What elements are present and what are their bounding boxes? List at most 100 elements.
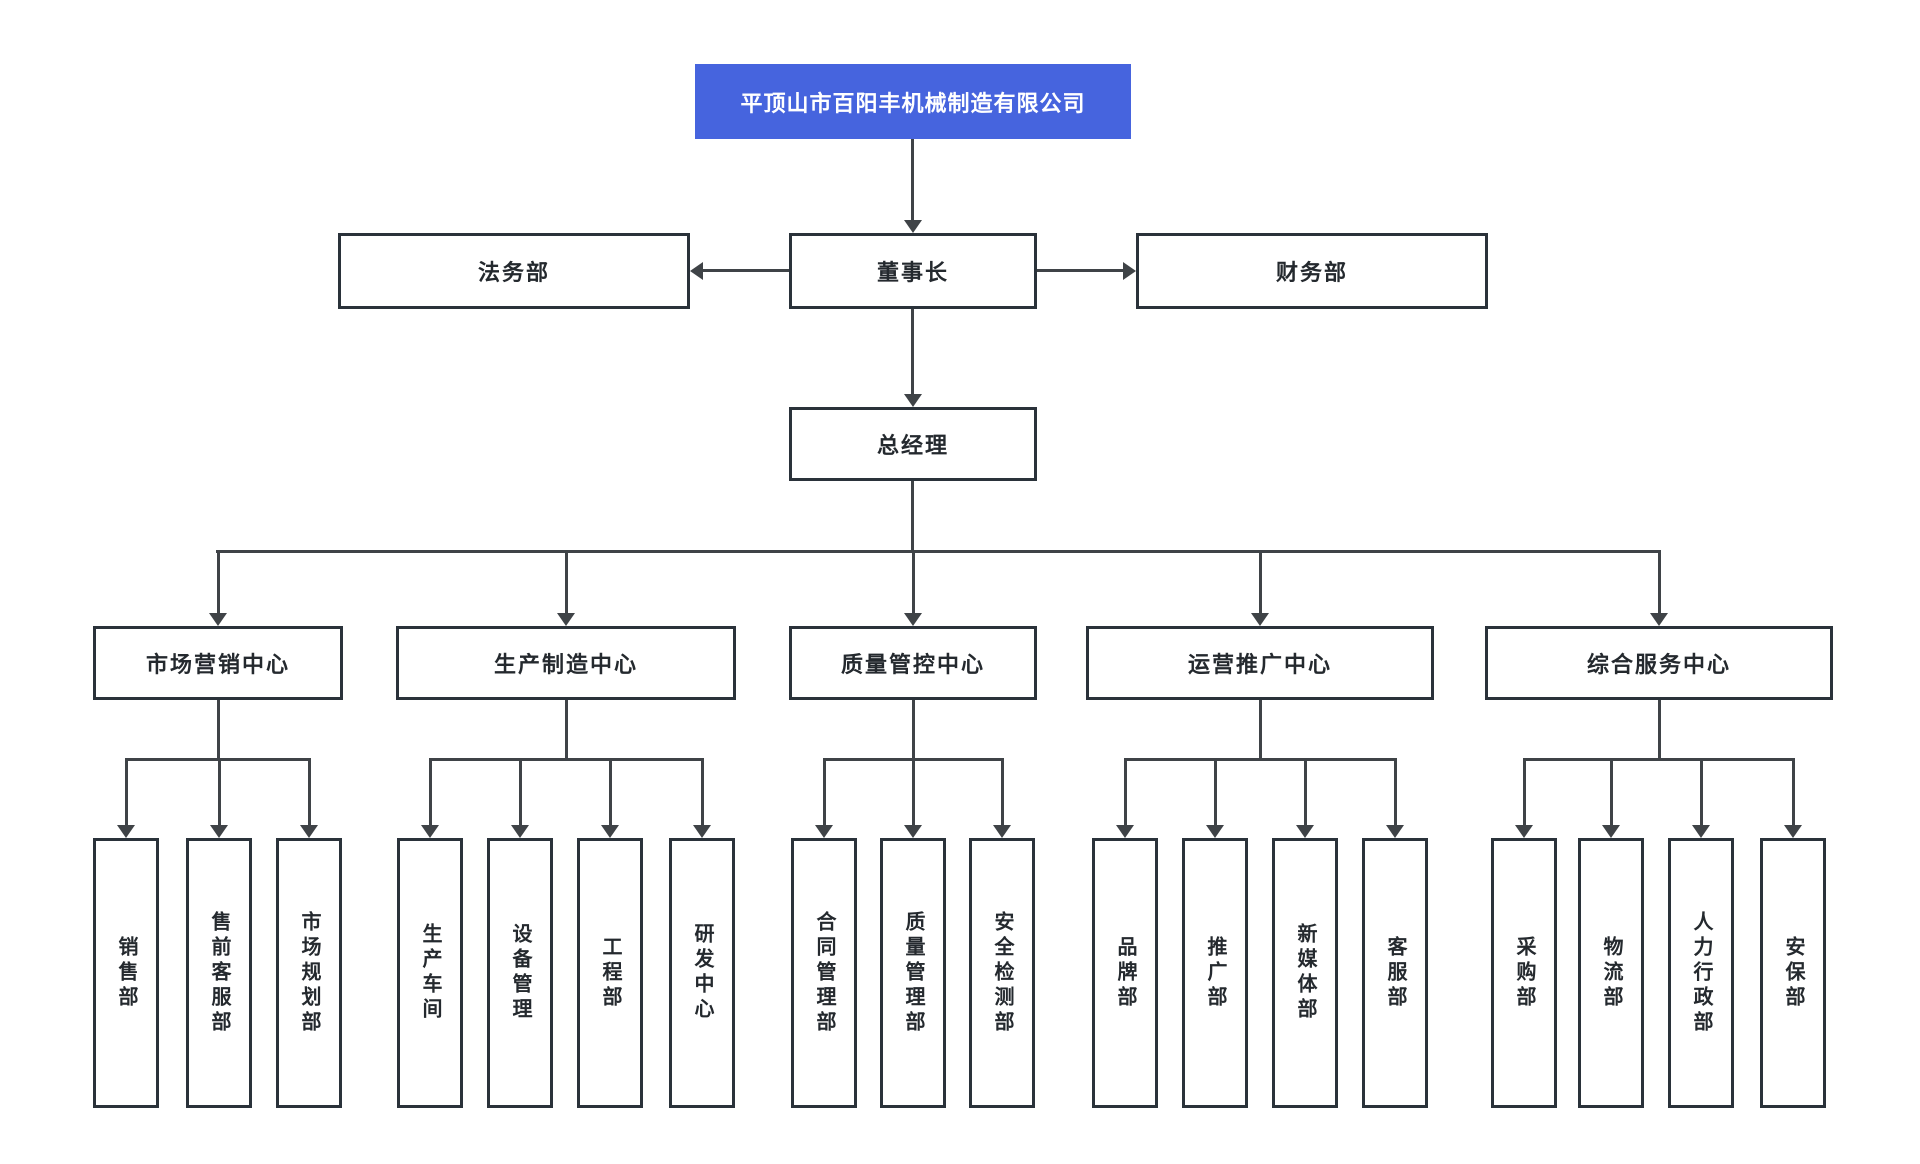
connector-line: [308, 758, 311, 825]
arrowhead-down: [1251, 613, 1269, 626]
node-dept-rnd-center[interactable]: 研发中心: [669, 838, 735, 1108]
connector-line: [216, 550, 1661, 553]
connector-line: [1658, 550, 1661, 613]
arrowhead-left: [690, 262, 703, 280]
node-dept-customer-service[interactable]: 客服部: [1362, 838, 1428, 1108]
connector-line: [1658, 700, 1661, 760]
chairman-label: 董事长: [876, 260, 949, 285]
node-dept-new-media[interactable]: 新媒体部: [1272, 838, 1338, 1108]
node-dept-procurement[interactable]: 采购部: [1491, 838, 1557, 1108]
node-dept-security[interactable]: 安保部: [1760, 838, 1826, 1108]
connector-line: [565, 700, 568, 760]
connector-line: [1304, 758, 1307, 825]
node-dept-contract-mgmt[interactable]: 合同管理部: [791, 838, 857, 1108]
node-center-operations[interactable]: 运营推广中心: [1086, 626, 1434, 700]
arrowhead-down: [1692, 825, 1710, 838]
connector-line: [912, 758, 915, 825]
arrowhead-down: [1602, 825, 1620, 838]
arrowhead-right: [1123, 262, 1136, 280]
connector-line: [1792, 758, 1795, 825]
connector-line: [703, 269, 789, 272]
arrowhead-down: [557, 613, 575, 626]
dept-label: 品牌部: [1114, 935, 1136, 1011]
arrowhead-down: [904, 825, 922, 838]
center-marketing-label: 市场营销中心: [145, 652, 290, 677]
arrowhead-down: [601, 825, 619, 838]
connector-line: [1523, 758, 1526, 825]
arrowhead-down: [209, 613, 227, 626]
arrowhead-down: [904, 220, 922, 233]
node-finance-dept[interactable]: 财务部: [1136, 233, 1488, 309]
connector-line: [911, 139, 914, 220]
connector-line: [565, 550, 568, 613]
node-company-root[interactable]: 平顶山市百阳丰机械制造有限公司: [695, 64, 1131, 139]
node-dept-equipment-mgmt[interactable]: 设备管理: [487, 838, 553, 1108]
node-dept-logistics[interactable]: 物流部: [1578, 838, 1644, 1108]
connector-line: [1523, 758, 1795, 761]
connector-line: [125, 758, 128, 825]
company-root-label: 平顶山市百阳丰机械制造有限公司: [740, 90, 1086, 116]
node-dept-hr-admin[interactable]: 人力行政部: [1668, 838, 1734, 1108]
node-dept-presales-service[interactable]: 售前客服部: [186, 838, 252, 1108]
legal-dept-label: 法务部: [477, 260, 550, 285]
arrowhead-down: [511, 825, 529, 838]
connector-line: [519, 758, 522, 825]
arrowhead-down: [1116, 825, 1134, 838]
dept-label: 市场规划部: [298, 910, 320, 1036]
node-center-production[interactable]: 生产制造中心: [396, 626, 736, 700]
center-quality-label: 质量管控中心: [840, 652, 985, 677]
connector-line: [1001, 758, 1004, 825]
connector-line: [429, 758, 704, 761]
connector-line: [911, 309, 914, 394]
dept-label: 销售部: [115, 935, 137, 1011]
arrowhead-down: [1386, 825, 1404, 838]
dept-label: 安全检测部: [991, 910, 1013, 1036]
dept-label: 生产车间: [419, 923, 441, 1023]
connector-line: [701, 758, 704, 825]
node-center-services[interactable]: 综合服务中心: [1485, 626, 1833, 700]
node-dept-brand[interactable]: 品牌部: [1092, 838, 1158, 1108]
connector-line: [218, 758, 221, 825]
connector-line: [912, 550, 915, 613]
node-center-quality[interactable]: 质量管控中心: [789, 626, 1037, 700]
connector-line: [1214, 758, 1217, 825]
node-dept-safety-inspection[interactable]: 安全检测部: [969, 838, 1035, 1108]
dept-label: 人力行政部: [1690, 910, 1712, 1036]
node-general-manager[interactable]: 总经理: [789, 407, 1037, 481]
connector-line: [1124, 758, 1397, 761]
arrowhead-down: [993, 825, 1011, 838]
arrowhead-down: [904, 613, 922, 626]
dept-label: 采购部: [1513, 935, 1535, 1011]
node-dept-quality-mgmt[interactable]: 质量管理部: [880, 838, 946, 1108]
node-dept-market-planning[interactable]: 市场规划部: [276, 838, 342, 1108]
dept-label: 安保部: [1782, 935, 1804, 1011]
connector-line: [1700, 758, 1703, 825]
arrowhead-down: [300, 825, 318, 838]
connector-line: [1037, 269, 1123, 272]
node-center-marketing[interactable]: 市场营销中心: [93, 626, 343, 700]
node-dept-sales[interactable]: 销售部: [93, 838, 159, 1108]
arrowhead-down: [693, 825, 711, 838]
arrowhead-down: [1206, 825, 1224, 838]
arrowhead-down: [210, 825, 228, 838]
arrowhead-down: [1784, 825, 1802, 838]
connector-line: [1259, 550, 1262, 613]
node-dept-engineering[interactable]: 工程部: [577, 838, 643, 1108]
dept-label: 研发中心: [691, 923, 713, 1023]
connector-line: [911, 481, 914, 553]
connector-line: [1124, 758, 1127, 825]
connector-line: [823, 758, 826, 825]
connector-line: [1394, 758, 1397, 825]
dept-label: 合同管理部: [813, 910, 835, 1036]
finance-dept-label: 财务部: [1275, 260, 1348, 285]
node-dept-promotion[interactable]: 推广部: [1182, 838, 1248, 1108]
arrowhead-down: [815, 825, 833, 838]
arrowhead-down: [117, 825, 135, 838]
node-chairman[interactable]: 董事长: [789, 233, 1037, 309]
node-legal-dept[interactable]: 法务部: [338, 233, 690, 309]
dept-label: 售前客服部: [208, 910, 230, 1036]
connector-line: [1259, 700, 1262, 760]
arrowhead-down: [1650, 613, 1668, 626]
node-dept-production-workshop[interactable]: 生产车间: [397, 838, 463, 1108]
